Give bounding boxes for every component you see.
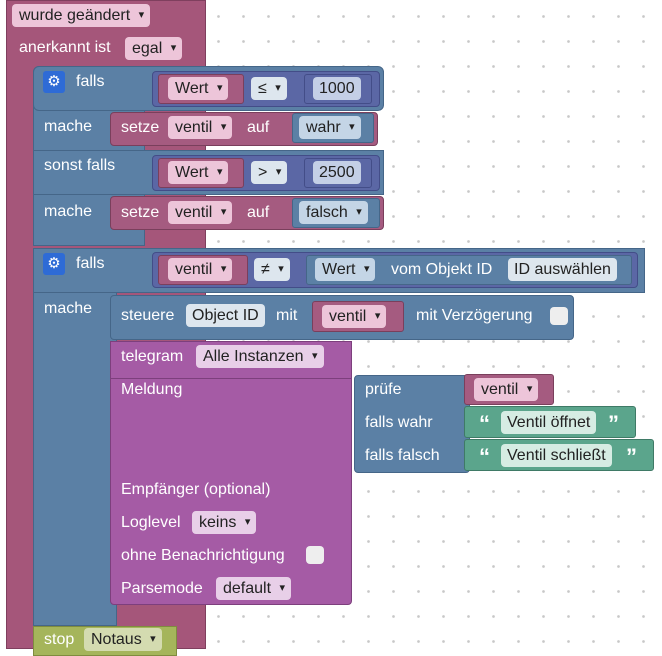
test-label: prüfe — [365, 381, 402, 398]
from-object-label: vom Objekt ID — [391, 261, 493, 278]
var-dropdown-wert-1[interactable]: Wert — [168, 77, 229, 100]
open-quote-icon: “ — [479, 444, 490, 469]
delay-checkbox[interactable] — [550, 307, 568, 325]
close-quote-icon: ” — [608, 411, 619, 436]
do-label-2: mache — [44, 203, 93, 220]
if-label: falls — [76, 73, 105, 90]
object-id-field-2[interactable]: Object ID — [186, 304, 265, 327]
set-var-dropdown-1[interactable]: ventil — [168, 116, 233, 139]
parsemode-label: Parsemode — [121, 580, 203, 597]
event-type-dropdown[interactable]: wurde geändert — [12, 4, 151, 27]
elseif-label: sonst falls — [44, 157, 116, 174]
bool-dropdown-1[interactable]: wahr — [299, 116, 361, 139]
var-dropdown-ventil-3[interactable]: ventil — [474, 378, 539, 401]
operator-dropdown-1[interactable]: ≤ — [251, 77, 287, 100]
var-dropdown-wert-2[interactable]: Wert — [168, 161, 229, 184]
if-label-2: falls — [76, 255, 105, 272]
telegram-label: telegram — [121, 348, 184, 365]
text-field-true[interactable]: Ventil öffnet — [501, 411, 597, 434]
object-id-field-1[interactable]: ID auswählen — [508, 258, 617, 281]
ack-label: anerkannt ist — [19, 39, 111, 56]
delay-label: mit Verzögerung — [416, 307, 533, 324]
number-field-1[interactable]: 1000 — [313, 77, 361, 100]
silent-checkbox[interactable] — [306, 546, 324, 564]
loglevel-label: Loglevel — [121, 514, 181, 531]
bool-dropdown-2[interactable]: falsch — [299, 201, 368, 224]
gear-icon[interactable]: ⚙ — [43, 71, 65, 93]
var-dropdown-ventil-2[interactable]: ventil — [322, 305, 387, 328]
false-label: falls falsch — [365, 447, 440, 464]
silent-label: ohne Benachrichtigung — [121, 547, 285, 564]
to-label-2: auf — [247, 204, 270, 221]
state-attr-dropdown[interactable]: Wert — [315, 258, 376, 281]
set-label-2: setze — [121, 204, 160, 221]
message-label: Meldung — [121, 381, 183, 398]
close-quote-icon: ” — [626, 444, 637, 469]
text-field-false[interactable]: Ventil schließt — [501, 444, 612, 467]
stop-dropdown[interactable]: Notaus — [84, 628, 162, 651]
do-label-1: mache — [44, 118, 93, 135]
true-label: falls wahr — [365, 414, 433, 431]
var-dropdown-ventil-1[interactable]: ventil — [168, 258, 233, 281]
loglevel-dropdown[interactable]: keins — [192, 511, 257, 534]
recipient-label: Empfänger (optional) — [121, 481, 271, 498]
instance-dropdown[interactable]: Alle Instanzen — [196, 345, 324, 368]
do-label-3: mache — [44, 300, 93, 317]
open-quote-icon: “ — [479, 411, 490, 436]
number-field-2[interactable]: 2500 — [313, 161, 361, 184]
set-var-dropdown-2[interactable]: ventil — [168, 201, 233, 224]
parsemode-dropdown[interactable]: default — [216, 577, 292, 600]
ack-dropdown[interactable]: egal — [125, 37, 183, 60]
operator-dropdown-2[interactable]: > — [251, 161, 288, 184]
with-label: mit — [276, 307, 298, 324]
stop-label: stop — [44, 631, 75, 648]
control-label: steuere — [121, 307, 175, 324]
gear-icon[interactable]: ⚙ — [43, 253, 65, 275]
operator-dropdown-3[interactable]: ≠ — [254, 258, 290, 281]
set-label-1: setze — [121, 119, 160, 136]
to-label-1: auf — [247, 119, 270, 136]
